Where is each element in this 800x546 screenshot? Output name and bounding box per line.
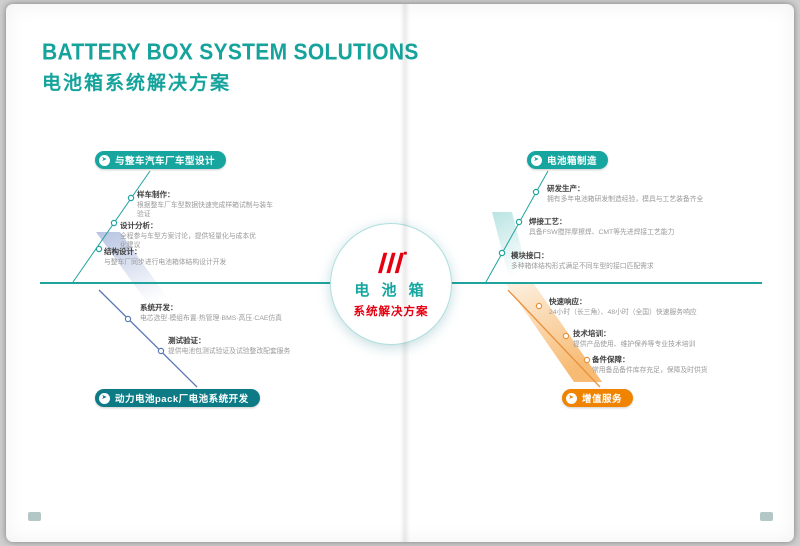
- note-heading: 焊接工艺：: [529, 217, 567, 226]
- gradient-band-top-right: [492, 212, 530, 282]
- branch-label-text: 与整车汽车厂车型设计: [115, 156, 216, 167]
- note-body: 常用备品备件库存充足，保障及时供货: [592, 366, 708, 374]
- center-title: 电 池 箱: [354, 282, 428, 299]
- center-subtitle: 系统解决方案: [353, 306, 429, 318]
- branch-line-top-left: [72, 170, 151, 283]
- note-body: 提供产品使用、维护保养等专业技术培训: [573, 340, 696, 348]
- note-body: 拥有多年电池箱研发制造经验，模具与工艺装备齐全: [547, 195, 704, 203]
- arrow-icon: ➤: [99, 392, 110, 404]
- arrow-icon: ➤: [531, 154, 542, 166]
- note-item: 系统开发： 电芯选型·模组布置·热管理·BMS·高压·CAE仿真: [140, 303, 298, 323]
- arrow-icon: ➤: [99, 154, 110, 166]
- note-body: 提供电池包测试验证及试验整改配套服务: [168, 347, 291, 355]
- page-title-en: BATTERY BOX SYSTEM SOLUTIONS: [42, 40, 419, 65]
- page-title-zh: 电池箱系统解决方案: [42, 73, 232, 94]
- branch-label-pack-system-dev: ➤ 动力电池pack厂电池系统开发: [95, 389, 260, 407]
- center-circle: 电 池 箱 系统解决方案: [330, 223, 452, 345]
- note-item: 设计分析： 全程参与车型方案讨论，提供轻量化与成本优化建议: [120, 221, 262, 251]
- branch-label-text: 动力电池pack厂电池系统开发: [115, 394, 249, 405]
- note-item: 研发生产： 拥有多年电池箱研发制造经验，模具与工艺装备齐全: [547, 184, 715, 204]
- note-heading: 快速响应：: [549, 297, 587, 306]
- branch-line-bottom-left: [98, 289, 198, 388]
- note-heading: 备件保障：: [592, 355, 630, 364]
- fishbone-diagram-lines: [40, 170, 762, 388]
- note-body: 根据整车厂车型数据快速完成样箱试制与装车验证: [137, 201, 273, 219]
- note-heading: 样车制作：: [137, 190, 175, 199]
- branch-label-text: 增值服务: [582, 394, 623, 405]
- note-item: 结构设计： 与整车厂同步进行电池箱体结构设计开发: [104, 247, 246, 267]
- note-body: 与整车厂同步进行电池箱体结构设计开发: [104, 258, 227, 266]
- note-heading: 系统开发：: [140, 303, 178, 312]
- note-heading: 结构设计：: [104, 247, 142, 256]
- note-item: 备件保障： 常用备品备件库存充足，保障及时供货: [592, 355, 752, 375]
- branch-label-vehicle-design: ➤ 与整车汽车厂车型设计: [95, 151, 227, 169]
- page-number-marker-right: [760, 512, 773, 521]
- branch-dots-blue: [124, 315, 165, 355]
- note-body: 多种箱体结构形式满足不同车型的接口匹配需求: [511, 262, 654, 270]
- note-item: 样车制作： 根据整车厂车型数据快速完成样箱试制与装车验证: [137, 190, 279, 220]
- note-item: 快速响应： 24小时（长三角）、48小时（全国）快速服务响应: [549, 297, 719, 317]
- branch-label-value-added-service: ➤ 增值服务: [562, 389, 634, 407]
- note-item: 模块接口： 多种箱体结构形式满足不同车型的接口匹配需求: [511, 251, 696, 271]
- note-item: 焊接工艺： 具备FSW搅拌摩擦焊、CMT等先进焊接工艺能力: [529, 217, 704, 237]
- brand-logo-icon: [378, 251, 407, 274]
- brochure-page: BATTERY BOX SYSTEM SOLUTIONS 电池箱系统解决方案: [6, 4, 794, 542]
- note-heading: 模块接口：: [511, 251, 549, 260]
- note-body: 全程参与车型方案讨论，提供轻量化与成本优化建议: [120, 232, 256, 250]
- note-heading: 研发生产：: [547, 184, 585, 193]
- page-number-marker-left: [28, 512, 41, 521]
- note-body: 电芯选型·模组布置·热管理·BMS·高压·CAE仿真: [140, 314, 282, 322]
- arrow-icon: ➤: [566, 392, 577, 404]
- note-heading: 设计分析：: [120, 221, 158, 230]
- note-body: 24小时（长三角）、48小时（全国）快速服务响应: [549, 308, 697, 316]
- branch-label-text: 电池箱制造: [547, 156, 598, 167]
- gradient-band-bottom-right: [506, 284, 602, 382]
- branch-dots-teal: [95, 188, 540, 257]
- note-item: 测试验证： 提供电池包测试验证及试验整改配套服务: [168, 336, 316, 356]
- branch-line-bottom-right: [507, 289, 601, 388]
- note-item: 技术培训： 提供产品使用、维护保养等专业技术培训: [573, 329, 733, 349]
- note-heading: 技术培训：: [573, 329, 611, 338]
- branch-dots-orange: [535, 302, 591, 364]
- note-body: 具备FSW搅拌摩擦焊、CMT等先进焊接工艺能力: [529, 228, 675, 236]
- note-heading: 测试验证：: [168, 336, 206, 345]
- page-fold-line: [400, 4, 410, 542]
- gradient-band-top-left: [96, 232, 178, 312]
- branch-label-box-manufacturing: ➤ 电池箱制造: [527, 151, 609, 169]
